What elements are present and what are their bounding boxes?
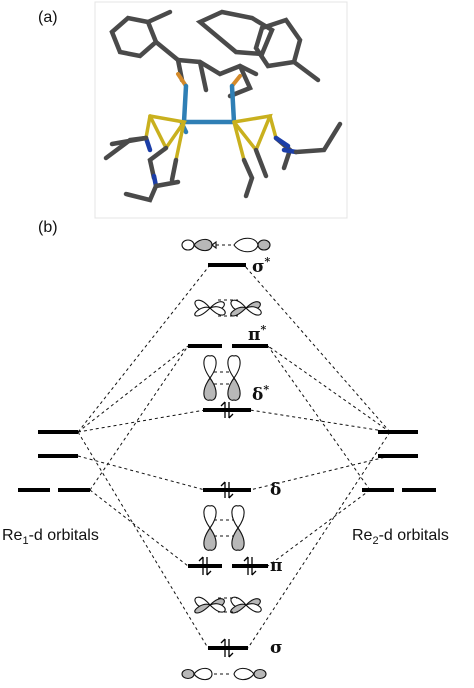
re2-levels bbox=[362, 430, 436, 492]
molecule-frame bbox=[94, 1, 348, 219]
delta-star-label: δ* bbox=[252, 383, 269, 405]
panel-b-label: (b) bbox=[38, 219, 58, 236]
sigma-spin-up-icon bbox=[220, 638, 226, 657]
pi-star-label: π* bbox=[248, 323, 266, 345]
delta-star-lobes-icon bbox=[203, 355, 241, 401]
pi-a-spin-down-icon bbox=[206, 557, 212, 576]
panel-a-label: (a) bbox=[38, 9, 58, 26]
delta-orbital: δ bbox=[203, 480, 281, 500]
pi-orbital: π bbox=[188, 556, 282, 576]
delta-spin-down-icon bbox=[228, 482, 234, 499]
delta-star-spin-down-icon bbox=[228, 402, 234, 419]
molecule-structure bbox=[94, 1, 348, 219]
sigma-label: σ bbox=[270, 638, 283, 658]
delta-star-orbital: δ* bbox=[203, 355, 269, 419]
sigma-orbital: σ bbox=[208, 638, 283, 658]
pi-b-spin-down-icon bbox=[251, 557, 257, 576]
delta-label: δ bbox=[270, 480, 281, 500]
sigma-spin-down-icon bbox=[228, 639, 234, 658]
pi-lobes-icon bbox=[203, 505, 245, 551]
delta-star-spin-up-icon bbox=[220, 401, 226, 418]
delta-spin-up-icon bbox=[220, 481, 226, 498]
pi-star-orbital: π* bbox=[188, 299, 268, 348]
pi-cloverleaf-lobes-icon bbox=[194, 596, 262, 614]
pi-a-spin-up-icon bbox=[198, 556, 204, 575]
re1-levels bbox=[18, 430, 90, 492]
pi-label: π bbox=[270, 556, 282, 576]
sigma-star-label: σ* bbox=[252, 255, 271, 277]
pi-star-lobes-icon bbox=[194, 299, 262, 317]
sigma-star-lobes-icon bbox=[181, 237, 271, 253]
re2-orbitals-label: Re2-d orbitals bbox=[352, 527, 449, 547]
pi-b-spin-up-icon bbox=[243, 556, 249, 575]
re1-orbitals-label: Re1-d orbitals bbox=[2, 527, 99, 547]
correlation-lines bbox=[77, 264, 391, 649]
sigma-lobes-icon bbox=[181, 667, 267, 681]
sigma-star-orbital: σ* bbox=[181, 237, 271, 277]
